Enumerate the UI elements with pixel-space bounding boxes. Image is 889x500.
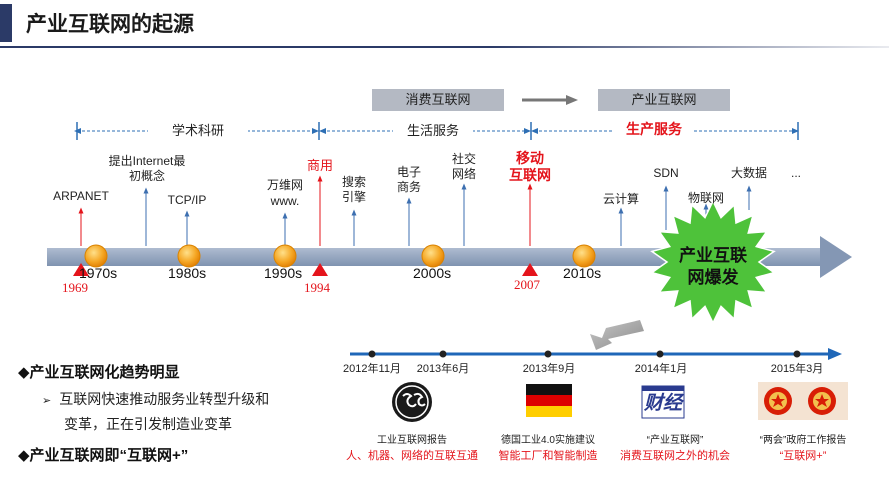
industrial-internet-box: 产业互联网 — [598, 89, 730, 111]
arrow-bullet-icon: ➢ — [42, 395, 52, 407]
diamond-bullet-icon: ◆ — [18, 364, 30, 381]
milestone-internet-concept-2: 初概念 — [128, 169, 165, 183]
year-1994: 1994 — [304, 280, 330, 295]
gray-down-arrow — [590, 320, 644, 350]
event-desc-industry40: 智能工厂和智能制造 — [498, 450, 598, 462]
germany-flag-icon — [526, 384, 572, 417]
burst-text-line1: 产业互联 — [679, 246, 747, 265]
event-date-2015-03: 2015年3月 — [770, 363, 824, 375]
milestone-www-2: www. — [270, 194, 300, 208]
milestone-search-2: 引擎 — [341, 190, 366, 204]
consumer-internet-box: 消费互联网 — [372, 89, 504, 111]
phase-academic: 学术科研 — [148, 123, 248, 138]
milestone-stems — [78, 175, 752, 246]
milestone-sdn: SDN — [653, 166, 679, 180]
title-accent — [0, 4, 12, 42]
event-desc-ge-report: 人、机器、网络的互联互通 — [346, 450, 478, 462]
decade-1990s: 1990s — [264, 265, 303, 281]
decade-2010s: 2010s — [563, 265, 602, 281]
burst-text-line2: 网爆发 — [687, 268, 739, 287]
national-emblems — [758, 382, 848, 420]
ge-logo — [392, 382, 432, 422]
bullet-sub-line1: ➢互联网快速推动服务业转型升级和 — [42, 391, 270, 407]
event-date-2012-11: 2012年11月 — [343, 363, 401, 375]
milestone-ecommerce-2: 商务 — [396, 180, 421, 194]
decade-1970s: 1970s — [79, 265, 118, 281]
milestone-search-1: 搜索 — [341, 175, 366, 189]
title-bar: 产业互联网的起源 — [0, 0, 889, 48]
bullet-sub-line2: 变革，正在引发制造业变革 — [64, 416, 232, 432]
title-rule — [0, 46, 889, 48]
milestone-social-1: 社交 — [451, 152, 476, 166]
milestone-www-1: 万维网 — [266, 178, 303, 192]
decade-1980s: 1980s — [168, 265, 207, 281]
milestone-iot: 物联网 — [687, 191, 724, 205]
event-title-two-sessions: “两会”政府工作报告 — [759, 435, 847, 446]
burst-star — [650, 199, 776, 325]
milestone-internet-concept-1: 提出Internet最 — [108, 154, 186, 168]
year-2007: 2007 — [514, 277, 540, 292]
decade-2000s: 2000s — [413, 265, 452, 281]
milestone-arpanet: ARPANET — [53, 189, 109, 203]
phase-life-service: 生活服务 — [393, 123, 473, 138]
caijing-logo-text: 财经 — [643, 393, 682, 414]
event-title-industry40: 德国工业4.0实施建议 — [501, 435, 595, 446]
milestone-social-2: 网络 — [451, 167, 476, 181]
bullet-definition: ◆产业互联网即“互联网+” — [18, 447, 189, 464]
red-year-markers — [73, 263, 538, 276]
event-desc-industrial-internet: 消费互联网之外的机会 — [620, 450, 730, 462]
event-title-ge-report: 工业互联网报告 — [377, 435, 447, 446]
milestone-mobile-1: 移动 — [516, 150, 544, 166]
milestone-cloud: 云计算 — [602, 192, 639, 206]
milestone-mobile-2: 互联网 — [509, 167, 551, 183]
event-desc-two-sessions: “互联网+” — [779, 450, 827, 462]
milestone-ecommerce-1: 电子 — [396, 165, 421, 179]
stage-transition-arrow — [522, 95, 578, 105]
event-date-2014-01: 2014年1月 — [634, 363, 688, 375]
milestone-bigdata: 大数据 — [730, 166, 767, 180]
milestone-more: ... — [790, 166, 801, 180]
bullet-trend: ◆产业互联网化趋势明显 — [18, 364, 180, 381]
event-title-industrial-internet: “产业互联网” — [646, 435, 704, 446]
caijing-logo — [641, 385, 685, 419]
diamond-bullet-icon: ◆ — [18, 447, 30, 464]
milestone-commercial: 商用 — [306, 158, 333, 173]
event-timeline — [350, 348, 842, 360]
year-1969: 1969 — [62, 280, 88, 295]
milestone-tcpip: TCP/IP — [167, 193, 207, 207]
event-date-2013-09: 2013年9月 — [522, 363, 576, 375]
phase-production-service: 生产服务 — [614, 122, 694, 137]
event-date-2013-06: 2013年6月 — [416, 363, 470, 375]
decade-nodes — [84, 244, 596, 268]
page-title: 产业互联网的起源 — [26, 13, 194, 36]
